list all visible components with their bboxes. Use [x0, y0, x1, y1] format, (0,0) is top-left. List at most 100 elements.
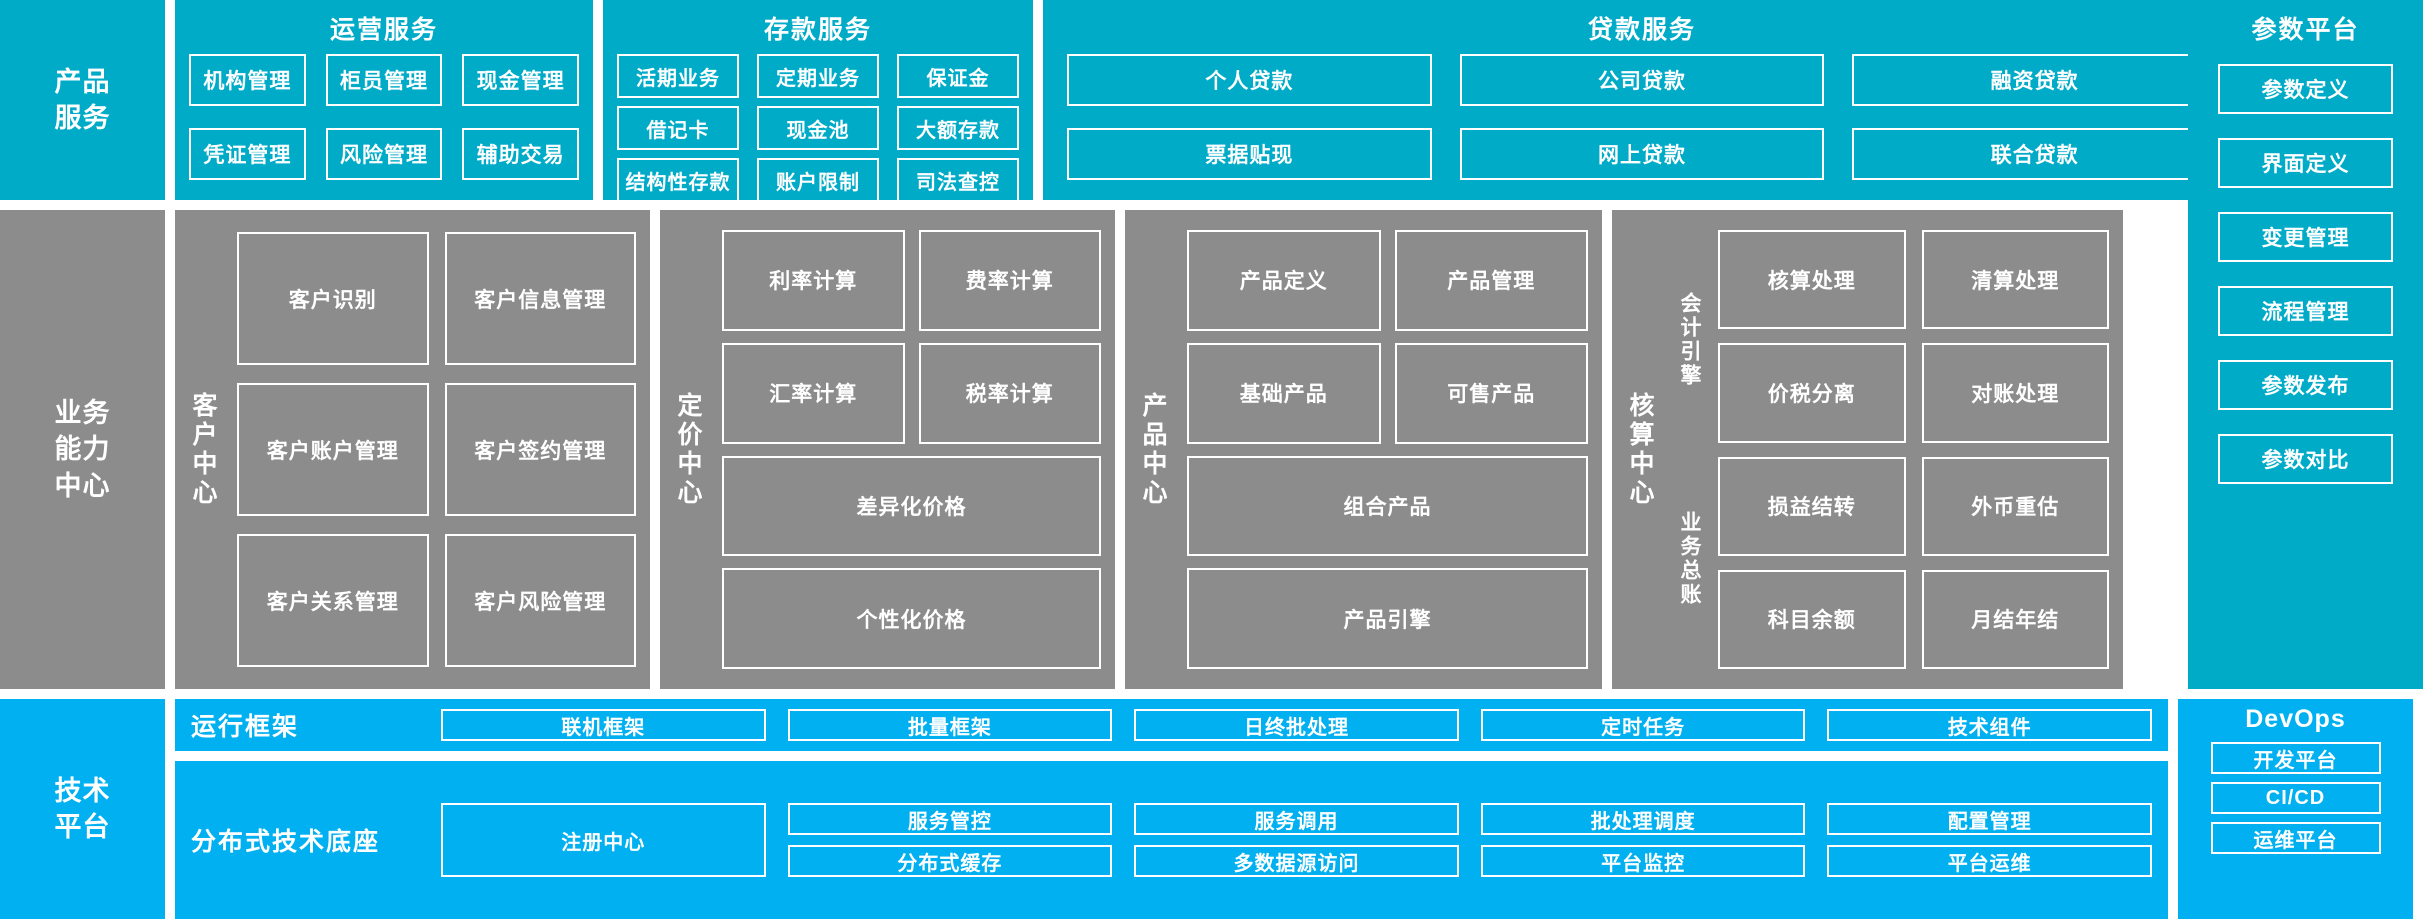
capability-item[interactable]: 客户签约管理: [444, 383, 636, 516]
service-item[interactable]: 保证金: [897, 54, 1019, 98]
center-items-product: 产品定义 产品管理 基础产品 可售产品 组合产品 产品引擎: [1181, 210, 1602, 689]
parameter-item[interactable]: 流程管理: [2218, 286, 2393, 336]
service-item[interactable]: 风险管理: [325, 128, 443, 180]
layer-label-line1: 业务: [54, 397, 111, 428]
service-item[interactable]: 定期业务: [757, 54, 879, 98]
capability-item[interactable]: 月结年结: [1921, 569, 2109, 669]
tech-row-items-distributed-base: 注册中心 服务管控 服务调用 批处理调度 配置管理 分布式缓存 多数据源访问 平…: [441, 803, 2168, 877]
tech-item[interactable]: 批处理调度: [1480, 803, 1806, 835]
capability-item[interactable]: 清算处理: [1921, 230, 2109, 330]
service-item[interactable]: 现金池: [757, 106, 879, 150]
layer-business-capability: 业务 能力 中心 客户中心 客户识别 客户信息管理 客户账户管理 客户签约管理 …: [0, 210, 2423, 689]
parameter-platform-column: 参数平台 参数定义 界面定义 变更管理 流程管理 参数发布 参数对比: [2188, 0, 2423, 689]
accounting-sub-title-engine: 会计引擎: [1678, 291, 1701, 388]
group-deposit-services: 存款服务 活期业务 定期业务 保证金 借记卡 现金池 大额存款 结构性存款 账户…: [603, 0, 1033, 202]
center-accounting: 核算中心 会计引擎 业务总账 核算处理 清算处理 价税分离 对账处理 损益结转 …: [1612, 210, 2123, 689]
capability-item[interactable]: 客户信息管理: [444, 232, 636, 365]
tech-item[interactable]: 技术组件: [1827, 709, 2152, 741]
parameter-item[interactable]: 参数对比: [2218, 434, 2393, 484]
group-items-deposit-services: 活期业务 定期业务 保证金 借记卡 现金池 大额存款 结构性存款 账户限制 司法…: [603, 54, 1033, 202]
service-item[interactable]: 账户限制: [757, 158, 879, 202]
service-item[interactable]: 机构管理: [189, 54, 306, 106]
capability-item[interactable]: 损益结转: [1718, 456, 1906, 556]
service-item[interactable]: 凭证管理: [189, 128, 306, 180]
layer-label-line2: 平台: [54, 812, 111, 842]
group-loan-services: 贷款服务 个人贷款 公司贷款 融资贷款 票据贴现 网上贷款 联合贷款: [1043, 0, 2241, 200]
tech-item-registry[interactable]: 注册中心: [441, 803, 766, 877]
capability-item[interactable]: 客户识别: [237, 232, 429, 365]
tech-item[interactable]: 联机框架: [441, 709, 766, 741]
service-item[interactable]: 票据贴现: [1067, 128, 1432, 180]
service-item[interactable]: 活期业务: [617, 54, 739, 98]
devops-item[interactable]: 运维平台: [2210, 822, 2381, 854]
tech-item[interactable]: 服务调用: [1134, 803, 1459, 835]
layer-label-line1: 产品: [54, 66, 111, 97]
capability-item[interactable]: 客户账户管理: [237, 383, 429, 516]
accounting-sub-title-ledger: 业务总账: [1678, 511, 1701, 608]
capability-item[interactable]: 对账处理: [1921, 343, 2109, 443]
service-item[interactable]: 辅助交易: [462, 128, 579, 180]
service-item[interactable]: 借记卡: [617, 106, 739, 150]
parameter-item[interactable]: 参数定义: [2218, 64, 2393, 114]
capability-item[interactable]: 客户风险管理: [444, 534, 636, 667]
devops-items: 开发平台 CI/CD 运维平台: [2178, 742, 2413, 854]
service-item[interactable]: 结构性存款: [617, 158, 739, 202]
capability-item[interactable]: 可售产品: [1394, 342, 1588, 444]
center-title-product: 产品中心: [1139, 391, 1167, 508]
tech-item[interactable]: 平台运维: [1827, 845, 2152, 877]
capability-item[interactable]: 利率计算: [722, 230, 905, 331]
capability-item-wide[interactable]: 组合产品: [1187, 455, 1588, 557]
capability-item[interactable]: 客户关系管理: [237, 534, 429, 667]
capability-item[interactable]: 汇率计算: [722, 342, 905, 444]
service-item[interactable]: 大额存款: [897, 106, 1019, 150]
capability-item[interactable]: 科目余额: [1718, 569, 1906, 669]
devops-column: DevOps 开发平台 CI/CD 运维平台: [2178, 699, 2413, 919]
group-items-loan-services: 个人贷款 公司贷款 融资贷款 票据贴现 网上贷款 联合贷款: [1043, 54, 2241, 180]
tech-row-runtime-framework: 运行框架 联机框架 批量框架 日终批处理 定时任务 技术组件: [175, 699, 2168, 751]
group-title-deposit-services: 存款服务: [763, 16, 872, 44]
service-item[interactable]: 现金管理: [462, 54, 579, 106]
service-item[interactable]: 公司贷款: [1459, 54, 1825, 106]
service-item[interactable]: 融资贷款: [1852, 54, 2217, 106]
parameter-item[interactable]: 参数发布: [2218, 360, 2393, 410]
tech-row-items-runtime-framework: 联机框架 批量框架 日终批处理 定时任务 技术组件: [441, 709, 2168, 741]
center-items-customer: 客户识别 客户信息管理 客户账户管理 客户签约管理 客户关系管理 客户风险管理: [231, 210, 650, 689]
tech-item[interactable]: 定时任务: [1480, 709, 1806, 741]
tech-item[interactable]: 批量框架: [787, 709, 1113, 741]
tech-item[interactable]: 日终批处理: [1134, 709, 1459, 741]
capability-item[interactable]: 基础产品: [1187, 342, 1381, 444]
service-item[interactable]: 司法查控: [897, 158, 1019, 202]
capability-item[interactable]: 税率计算: [918, 342, 1101, 444]
accounting-sub-labels: 会计引擎 业务总账: [1668, 210, 1710, 689]
layer-label-technical-platform: 技术 平台: [0, 699, 165, 919]
capability-item[interactable]: 产品定义: [1187, 230, 1381, 331]
service-item[interactable]: 联合贷款: [1852, 128, 2217, 180]
tech-row-title-distributed-base: 分布式技术底座: [191, 828, 381, 856]
capability-item[interactable]: 产品管理: [1394, 230, 1588, 331]
center-product: 产品中心 产品定义 产品管理 基础产品 可售产品 组合产品 产品引擎: [1125, 210, 1602, 689]
devops-item[interactable]: 开发平台: [2210, 742, 2381, 774]
center-items-pricing: 利率计算 费率计算 汇率计算 税率计算 差异化价格 个性化价格: [716, 210, 1115, 689]
capability-item[interactable]: 价税分离: [1718, 343, 1906, 443]
capability-item-wide[interactable]: 个性化价格: [722, 568, 1101, 669]
parameter-item[interactable]: 界面定义: [2218, 138, 2393, 188]
service-item[interactable]: 柜员管理: [325, 54, 443, 106]
service-item[interactable]: 个人贷款: [1067, 54, 1432, 106]
tech-item[interactable]: 配置管理: [1827, 803, 2152, 835]
capability-item-wide[interactable]: 差异化价格: [722, 455, 1101, 557]
capability-item-wide[interactable]: 产品引擎: [1187, 568, 1588, 669]
tech-item[interactable]: 多数据源访问: [1134, 845, 1459, 877]
group-title-loan-services: 贷款服务: [1587, 16, 1696, 44]
parameter-item[interactable]: 变更管理: [2218, 212, 2393, 262]
tech-item[interactable]: 分布式缓存: [787, 845, 1113, 877]
capability-item[interactable]: 核算处理: [1718, 230, 1906, 330]
capability-item[interactable]: 费率计算: [918, 230, 1101, 331]
tech-item[interactable]: 服务管控: [787, 803, 1113, 835]
center-pricing: 定价中心 利率计算 费率计算 汇率计算 税率计算 差异化价格 个性化价格: [660, 210, 1115, 689]
service-item[interactable]: 网上贷款: [1459, 128, 1825, 180]
devops-item[interactable]: CI/CD: [2210, 782, 2381, 814]
tech-item[interactable]: 平台监控: [1480, 845, 1806, 877]
capability-item[interactable]: 外币重估: [1921, 456, 2109, 556]
center-title-accounting: 核算中心: [1626, 391, 1654, 508]
